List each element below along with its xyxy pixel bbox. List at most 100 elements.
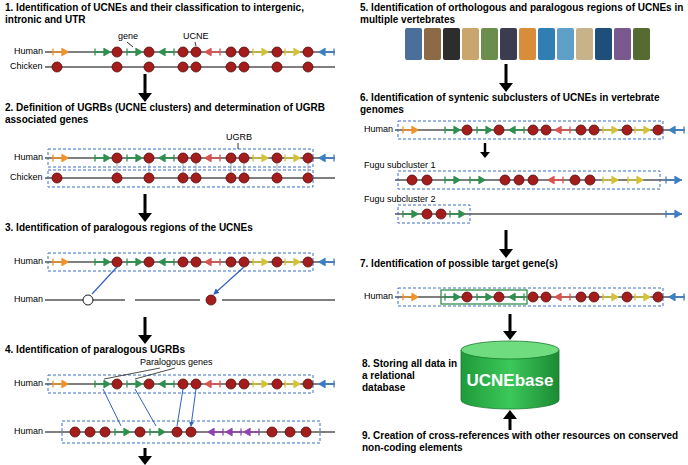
gene-arrow xyxy=(603,177,618,184)
ugrb-box xyxy=(398,288,663,306)
arrow-head xyxy=(503,331,517,340)
paralog-dot xyxy=(206,295,216,305)
paralog-link xyxy=(103,389,196,426)
gene-arrow xyxy=(470,177,485,184)
arrow-head xyxy=(138,213,152,222)
species-image xyxy=(633,28,650,60)
arrow-shaft xyxy=(505,230,508,249)
ugrb-box xyxy=(48,375,313,393)
chicken-track xyxy=(45,173,335,183)
flow-arrow xyxy=(499,230,513,258)
species-image xyxy=(500,28,517,60)
gene-arrow xyxy=(403,211,418,218)
ucne-dot xyxy=(570,175,580,185)
arrow-shaft xyxy=(144,194,147,213)
species-image xyxy=(557,28,574,60)
human-track xyxy=(45,379,335,389)
paralog-dot xyxy=(83,295,93,305)
species-image xyxy=(538,28,555,60)
gene-arrow xyxy=(115,429,130,436)
track-label: Fugu subcluster 2 xyxy=(364,194,436,205)
flow-arrow xyxy=(144,448,147,457)
arrow-shaft xyxy=(144,317,147,335)
flow-arrow xyxy=(138,194,152,222)
species-image xyxy=(405,28,422,60)
flow-arrow xyxy=(503,314,517,340)
track-label: gene xyxy=(118,31,138,42)
ucne-dot xyxy=(100,427,110,437)
gene-arrow xyxy=(445,177,460,184)
ucne-dot xyxy=(85,427,95,437)
step-title: 5. Identification of orthologous and par… xyxy=(360,2,685,26)
step-panel: 7. Identification of possible target gen… xyxy=(360,258,685,314)
track-label: UGRB xyxy=(226,132,252,143)
ucne-dot xyxy=(528,175,538,185)
gene-arrow xyxy=(666,211,681,218)
step-title: 3. Identification of paralogous regions … xyxy=(5,222,337,234)
flow-arrow xyxy=(499,64,513,92)
subcluster-box xyxy=(398,205,470,223)
flow-arrow-head xyxy=(138,456,152,465)
track-label: Human xyxy=(14,426,43,437)
ucne-dot xyxy=(186,427,196,437)
track-label: Human xyxy=(14,46,43,57)
track-label: Human xyxy=(14,152,43,163)
ugrb-box xyxy=(398,121,663,139)
human-track xyxy=(45,47,335,57)
leader-line xyxy=(238,143,239,149)
species-image xyxy=(576,28,593,60)
ucne-dot xyxy=(436,209,446,219)
ucne-dot xyxy=(267,427,277,437)
track-label: Human xyxy=(14,378,43,389)
ucne-dot xyxy=(285,427,295,437)
step-title: 7. Identification of possible target gen… xyxy=(360,258,685,270)
ucne-dot xyxy=(407,175,417,185)
arrow-head xyxy=(503,410,517,419)
gene-arrow xyxy=(244,429,259,436)
species-image xyxy=(462,28,479,60)
step-title: 9. Creation of cross-references with oth… xyxy=(362,430,682,454)
flow-arrow xyxy=(484,143,487,153)
step-panel: 8. Storing all data in a relational data… xyxy=(360,338,685,412)
gene-arrow xyxy=(450,211,465,218)
ucne-dot xyxy=(135,427,145,437)
arrow-shaft xyxy=(144,74,147,93)
track-label: Chicken xyxy=(10,61,43,72)
database-cylinder: UCNEbase xyxy=(460,340,560,410)
track-label: Human xyxy=(364,291,393,302)
gene-arrow xyxy=(226,429,241,436)
arrow-head xyxy=(138,335,152,344)
ugrb-box xyxy=(48,170,313,187)
step-panel: 3. Identification of paralogous regions … xyxy=(5,222,337,317)
gene-arrow xyxy=(208,429,223,436)
ucne-dot xyxy=(585,175,595,185)
track-label: Fugu subcluster 1 xyxy=(364,160,436,171)
species-image xyxy=(424,28,441,60)
ugrb-box xyxy=(48,253,313,271)
gene-arrow xyxy=(628,177,643,184)
flow-arrow xyxy=(138,74,152,102)
arrow-shaft xyxy=(509,314,512,331)
ucne-dot xyxy=(70,427,80,437)
gene-arrow xyxy=(150,429,165,436)
leader-line xyxy=(127,42,196,47)
chicken-track xyxy=(45,62,335,72)
step-panel: 2. Definition of UGRBs (UCNE clusters) a… xyxy=(5,102,337,194)
track-label: Human xyxy=(14,294,43,305)
arrow-head xyxy=(499,83,513,92)
arrow-head xyxy=(499,249,513,258)
track-label: Human xyxy=(364,124,393,135)
step-title: 4. Identification of paralogous UGRBs xyxy=(5,344,337,356)
ucne-dot xyxy=(172,427,182,437)
species-image xyxy=(481,28,498,60)
species-thumbnails xyxy=(405,28,650,60)
human-track xyxy=(395,125,685,135)
ugrb-box xyxy=(48,149,313,167)
arrow-shaft xyxy=(509,419,512,430)
flow-arrow xyxy=(503,410,517,430)
target-gene-box xyxy=(441,290,527,304)
species-image xyxy=(595,28,612,60)
species-image xyxy=(519,28,536,60)
ucne-dot xyxy=(500,175,510,185)
